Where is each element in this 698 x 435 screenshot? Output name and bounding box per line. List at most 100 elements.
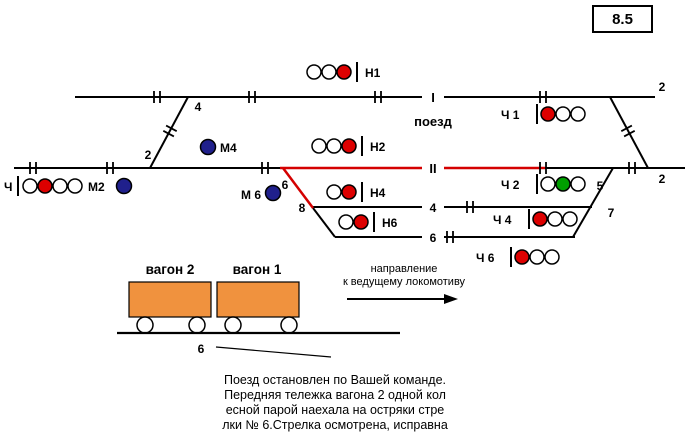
insulated-joint — [153, 91, 161, 103]
status-line-4: лки № 6.Стрелка осмотрена, исправна — [222, 418, 448, 432]
switch4-label: 4 — [195, 100, 202, 114]
insulated-joint — [539, 91, 547, 103]
pointer-line — [215, 346, 332, 358]
signal-n6: Н6 — [338, 212, 398, 232]
wagon-scene: вагон 2 вагон 1 6 — [117, 262, 400, 358]
shunting-signal-light — [115, 177, 133, 195]
signal-m6: М 6 — [241, 184, 282, 202]
signal-entrance-ch: Ч — [4, 176, 83, 196]
signal-light — [321, 64, 337, 80]
signal-light — [37, 178, 53, 194]
signal-light — [529, 249, 545, 265]
signal-light — [341, 138, 357, 154]
signal-m2-label: М2 — [88, 180, 105, 194]
signal-light — [353, 214, 369, 230]
switch4-diagonal — [149, 96, 189, 169]
signal-light — [544, 249, 560, 265]
signal-light — [338, 214, 354, 230]
signal-ch4: Ч 4 — [493, 209, 578, 229]
track-labels: I II поезд 4 6 4 2 6 8 5 7 2 2 — [145, 80, 666, 245]
signal-light — [540, 106, 556, 122]
signal-light — [67, 178, 83, 194]
wagon1-body — [216, 281, 300, 318]
joint-tick — [162, 130, 175, 138]
shunting-signal-light — [199, 138, 217, 156]
signal-light — [311, 138, 327, 154]
signal-light — [540, 176, 556, 192]
insulated-joint — [162, 124, 178, 138]
signal-ch2: Ч 2 — [501, 174, 586, 194]
status-line-3: есной парой наехала на остряки стре — [225, 403, 445, 417]
signal-light — [341, 184, 357, 200]
signal-light — [555, 176, 571, 192]
right-label-bottom: 2 — [659, 172, 666, 186]
joint-tick — [165, 124, 178, 132]
signal-light — [514, 249, 530, 265]
signal-n1: Н1 — [306, 62, 381, 82]
status-line-1: Поезд остановлен по Вашей команде. — [223, 373, 447, 387]
right-top-diagonal — [609, 96, 649, 169]
signal-ch1-label: Ч 1 — [501, 108, 520, 122]
signal-light — [532, 211, 548, 227]
signal-n1-label: Н1 — [365, 66, 381, 80]
train-label: поезд — [414, 114, 452, 129]
track2-label: II — [429, 161, 436, 176]
wagon1-label: вагон 1 — [233, 262, 282, 277]
switch8-label: 8 — [299, 201, 306, 215]
signal-light — [326, 138, 342, 154]
wagon-wheel — [280, 316, 298, 334]
switch6-under-wagon-label: 6 — [198, 342, 205, 356]
right-label-top: 2 — [659, 80, 666, 94]
signal-light — [570, 176, 586, 192]
signal-n4: Н4 — [326, 182, 386, 202]
wagon-wheel — [188, 316, 206, 334]
insulated-joint — [106, 162, 114, 174]
wagon2-label: вагон 2 — [146, 262, 195, 277]
direction-arrow-head — [444, 294, 458, 304]
signal-ch1: Ч 1 — [501, 104, 586, 124]
track4-label: 4 — [430, 201, 437, 215]
signal-m6-label: М 6 — [241, 188, 261, 202]
direction-text-line2: к ведущему локомотиву — [343, 276, 466, 288]
signal-n6-label: Н6 — [382, 216, 398, 230]
signal-light — [336, 64, 352, 80]
switch6-label: 6 — [282, 178, 289, 192]
status-line-2: Передняя тележка вагона 2 одной кол — [224, 388, 446, 402]
occupied-route — [280, 166, 545, 209]
switch7-label: 7 — [608, 206, 615, 220]
scenario-number: 8.5 — [612, 10, 633, 28]
track-lines — [14, 96, 685, 238]
switch8-diagonal — [312, 207, 336, 238]
insulated-joint — [628, 162, 636, 174]
signal-ch2-label: Ч 2 — [501, 178, 520, 192]
signal-entrance-ch-label: Ч — [4, 180, 12, 194]
status-message: Поезд остановлен по Вашей команде. Перед… — [200, 373, 470, 433]
direction-text-line1: направление — [371, 263, 438, 275]
insulated-joints — [29, 91, 636, 243]
switch2-label: 2 — [145, 148, 152, 162]
joint-tick — [623, 130, 636, 138]
route-red-switch6 — [282, 167, 314, 209]
signal-light — [570, 106, 586, 122]
signal-m4: М4 — [199, 138, 237, 156]
wagon-wheel — [224, 316, 242, 334]
signal-n2-label: Н2 — [370, 140, 386, 154]
scenario-number-box: 8.5 — [592, 5, 653, 33]
signal-light — [306, 64, 322, 80]
wagon-wheel — [136, 316, 154, 334]
joint-tick — [620, 124, 633, 132]
shunting-signal-light — [264, 184, 282, 202]
signal-ch4-label: Ч 4 — [493, 213, 512, 227]
insulated-joint — [248, 91, 256, 103]
track6-label: 6 — [430, 231, 437, 245]
signal-light — [22, 178, 38, 194]
signal-m2: М2 — [88, 177, 133, 195]
insulated-joint — [261, 162, 269, 174]
switch5-label: 5 — [597, 179, 604, 193]
signal-ch6-label: Ч 6 — [476, 251, 495, 265]
signal-ch6: Ч 6 — [476, 247, 560, 267]
signal-light — [326, 184, 342, 200]
signal-light — [52, 178, 68, 194]
